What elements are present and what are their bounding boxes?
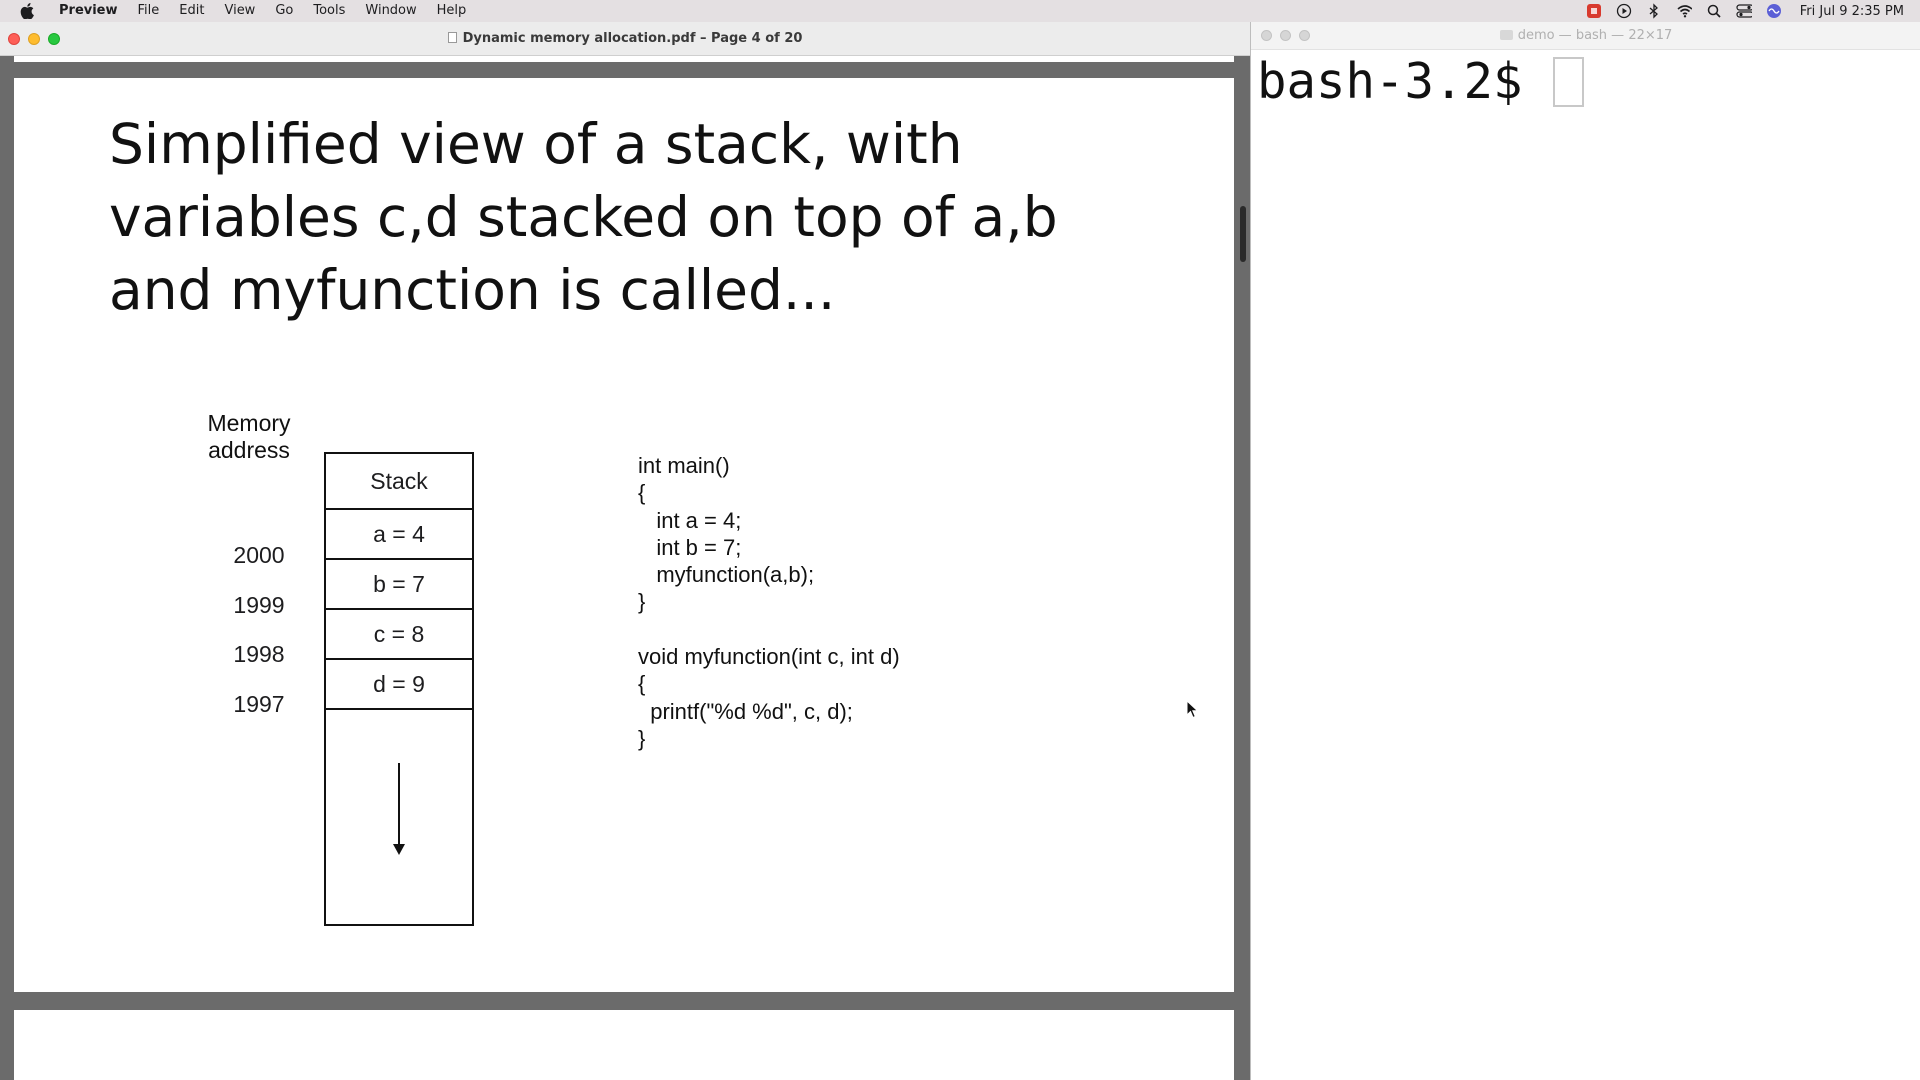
terminal-window-controls: [1261, 30, 1310, 41]
code-line: }: [638, 725, 646, 751]
previous-page-edge: [14, 56, 1234, 62]
code-listing: int main() { int a = 4; int b = 7; myfun…: [638, 452, 900, 752]
code-line: void myfunction(int c, int d): [638, 644, 900, 670]
status-area: Fri Jul 9 2:35 PM: [1586, 0, 1904, 22]
window-controls: [8, 33, 60, 45]
code-line: myfunction(a,b);: [638, 562, 815, 588]
code-line: {: [638, 671, 646, 697]
wifi-icon[interactable]: [1676, 3, 1692, 19]
mouse-pointer-icon: [1186, 699, 1200, 725]
stack-cell: a = 4: [326, 510, 472, 560]
code-line: [638, 616, 900, 643]
preview-titlebar[interactable]: Dynamic memory allocation.pdf – Page 4 o…: [0, 22, 1250, 56]
document-title-text: Dynamic memory allocation.pdf – Page 4 o…: [462, 31, 803, 46]
spotlight-search-icon[interactable]: [1706, 3, 1722, 19]
menu-view[interactable]: View: [224, 3, 256, 18]
menu-window[interactable]: Window: [365, 3, 417, 18]
play-icon[interactable]: [1616, 3, 1632, 19]
scrollbar-thumb[interactable]: [1240, 206, 1246, 262]
terminal-window: demo — bash — 22×17 bash-3.2$: [1250, 22, 1920, 1080]
menu-file[interactable]: File: [137, 3, 160, 18]
terminal-zoom-button[interactable]: [1299, 30, 1310, 41]
stack-diagram: Stack a = 4 b = 7 c = 8 d = 9: [324, 452, 474, 926]
document-title: Dynamic memory allocation.pdf – Page 4 o…: [0, 22, 1250, 56]
stack-cell: d = 9: [326, 660, 472, 710]
menu-edit[interactable]: Edit: [179, 3, 205, 18]
folder-icon: [1499, 30, 1513, 40]
control-center-icon[interactable]: [1736, 3, 1752, 19]
stack-cell: c = 8: [326, 610, 472, 660]
memory-address: 1997: [233, 691, 285, 717]
terminal-titlebar[interactable]: demo — bash — 22×17: [1251, 22, 1920, 50]
stack-growth-arrowhead: [393, 844, 405, 855]
close-window-button[interactable]: [8, 33, 20, 45]
minimize-window-button[interactable]: [28, 33, 40, 45]
document-view[interactable]: Simplified view of a stack, with variabl…: [0, 56, 1250, 1080]
zoom-window-button[interactable]: [48, 33, 60, 45]
code-line: }: [638, 589, 646, 615]
menu-app-preview[interactable]: Preview: [59, 3, 118, 18]
memory-address: 2000: [233, 542, 285, 568]
terminal-minimize-button[interactable]: [1280, 30, 1291, 41]
terminal-prompt-line[interactable]: bash-3.2$: [1257, 52, 1584, 112]
menubar-clock[interactable]: Fri Jul 9 2:35 PM: [1799, 3, 1904, 19]
code-line: printf("%d %d", c, d);: [638, 698, 853, 724]
menu-help[interactable]: Help: [436, 3, 467, 18]
shell-prompt: bash-3.2$: [1257, 53, 1523, 110]
code-line: int b = 7;: [638, 534, 742, 560]
preview-window: Dynamic memory allocation.pdf – Page 4 o…: [0, 22, 1250, 1080]
stack-header: Stack: [326, 454, 472, 510]
memory-address: 1998: [233, 641, 285, 667]
slide-title: Simplified view of a stack, with variabl…: [109, 112, 1058, 322]
text-cursor: [1552, 57, 1584, 107]
apple-menu-icon[interactable]: [17, 1, 37, 21]
bluetooth-icon[interactable]: [1646, 3, 1662, 19]
memory-address: 1999: [233, 592, 285, 618]
stack-cell: b = 7: [326, 560, 472, 610]
stack-growth-arrow: [398, 763, 400, 847]
menu-tools[interactable]: Tools: [313, 3, 346, 18]
vertical-scrollbar[interactable]: [1236, 56, 1250, 1080]
menu-go[interactable]: Go: [275, 3, 294, 18]
terminal-title: demo — bash — 22×17: [1251, 22, 1920, 50]
code-line: {: [638, 480, 646, 506]
pdf-page: Simplified view of a stack, with variabl…: [14, 78, 1234, 992]
stop-recording-icon[interactable]: [1586, 3, 1602, 19]
menu-bar: Preview File Edit View Go Tools Window H…: [0, 0, 1920, 22]
siri-icon[interactable]: [1766, 3, 1782, 19]
pdf-document-icon: [447, 32, 457, 43]
code-line: int main(): [638, 453, 730, 478]
next-page-edge: [14, 1010, 1234, 1080]
code-line: int a = 4;: [638, 507, 742, 533]
terminal-title-text: demo — bash — 22×17: [1517, 28, 1673, 43]
memory-address-header: Memory address: [207, 410, 291, 463]
terminal-close-button[interactable]: [1261, 30, 1272, 41]
